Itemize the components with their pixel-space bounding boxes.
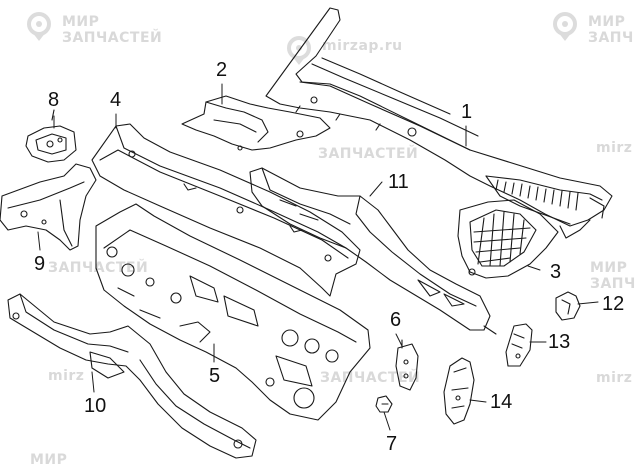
callout-14[interactable]: 14	[490, 391, 513, 413]
leader-line-7	[383, 411, 391, 431]
watermark-right-lower: mirz	[596, 370, 632, 386]
part-8-mount-bracket	[25, 109, 77, 163]
watermark-line1: МИР	[588, 14, 626, 30]
callout-13[interactable]: 13	[548, 331, 571, 353]
watermark-right-middle: МИР ЗАПЧ	[590, 260, 636, 292]
callout-4[interactable]: 4	[110, 89, 122, 111]
watermark-line1: mirzap.ru	[322, 38, 403, 54]
watermark-line2: ЗАПЧАСТЕЙ	[62, 30, 163, 46]
watermark-mid-center: ЗАПЧАСТЕЙ	[318, 146, 418, 162]
part-9-side-bracket	[0, 163, 97, 251]
callout-12[interactable]: 12	[602, 293, 625, 315]
watermark-line1: МИР	[30, 452, 68, 468]
leader-line-10	[91, 371, 95, 393]
watermark-logo-icon	[287, 36, 311, 65]
leader-line-12	[577, 301, 599, 305]
callout-11[interactable]: 11	[388, 171, 409, 193]
part-3-extension-panel	[457, 199, 559, 279]
callout-6[interactable]: 6	[390, 309, 402, 331]
callout-7[interactable]: 7	[386, 433, 398, 455]
watermark-top-left: МИР ЗАПЧАСТЕЙ	[27, 12, 163, 46]
watermark-line1: mirz	[48, 368, 85, 384]
watermark-line1: mirz	[596, 140, 633, 156]
part-7-clip	[375, 395, 393, 413]
part-10-lower-member	[7, 293, 257, 459]
part-12-bracket	[555, 291, 581, 321]
watermark-line2: ЗАПЧ	[588, 30, 634, 46]
watermark-line1: mirz	[596, 370, 633, 386]
callout-8[interactable]: 8	[48, 89, 60, 111]
part-4-upper-cross-member	[91, 123, 361, 297]
watermark-line2: ЗАПЧ	[590, 276, 636, 292]
callout-5[interactable]: 5	[209, 365, 221, 387]
watermark-line1: МИР	[62, 14, 100, 30]
watermark-line1: МИР	[590, 260, 628, 276]
leader-line-14	[469, 399, 487, 403]
part-11-inner-panel	[249, 167, 497, 335]
watermark-top-center: mirzap.ru	[287, 36, 403, 65]
part-6-bracket	[395, 339, 419, 391]
watermark-top-right: МИР ЗАПЧ	[553, 12, 634, 46]
watermark-logo-icon	[553, 12, 577, 41]
part-1-cowl-top-panel	[265, 7, 613, 239]
callout-9[interactable]: 9	[34, 253, 46, 275]
callout-1[interactable]: 1	[461, 101, 473, 123]
leader-line-11	[369, 181, 383, 197]
leader-line-3	[527, 265, 541, 271]
callout-2[interactable]: 2	[216, 59, 228, 81]
watermark-bottom-left: МИР	[30, 452, 67, 468]
leader-line-9	[37, 231, 41, 251]
watermark-logo-icon	[27, 12, 51, 41]
callout-3[interactable]: 3	[550, 261, 562, 283]
leader-line-6	[395, 333, 403, 347]
watermark-line1: ЗАПЧАСТЕЙ	[318, 146, 419, 162]
part-5-dash-panel	[95, 203, 371, 421]
part-13-hinge-bracket	[505, 323, 533, 367]
callout-10[interactable]: 10	[84, 395, 107, 417]
watermark-left-lower: mirz	[48, 368, 84, 384]
part-2-cowl-bracket	[181, 95, 331, 151]
leader-lines	[37, 83, 599, 431]
part-14-pillar-reinforcement	[443, 357, 475, 425]
watermark-mid-right: mirz	[596, 140, 632, 156]
